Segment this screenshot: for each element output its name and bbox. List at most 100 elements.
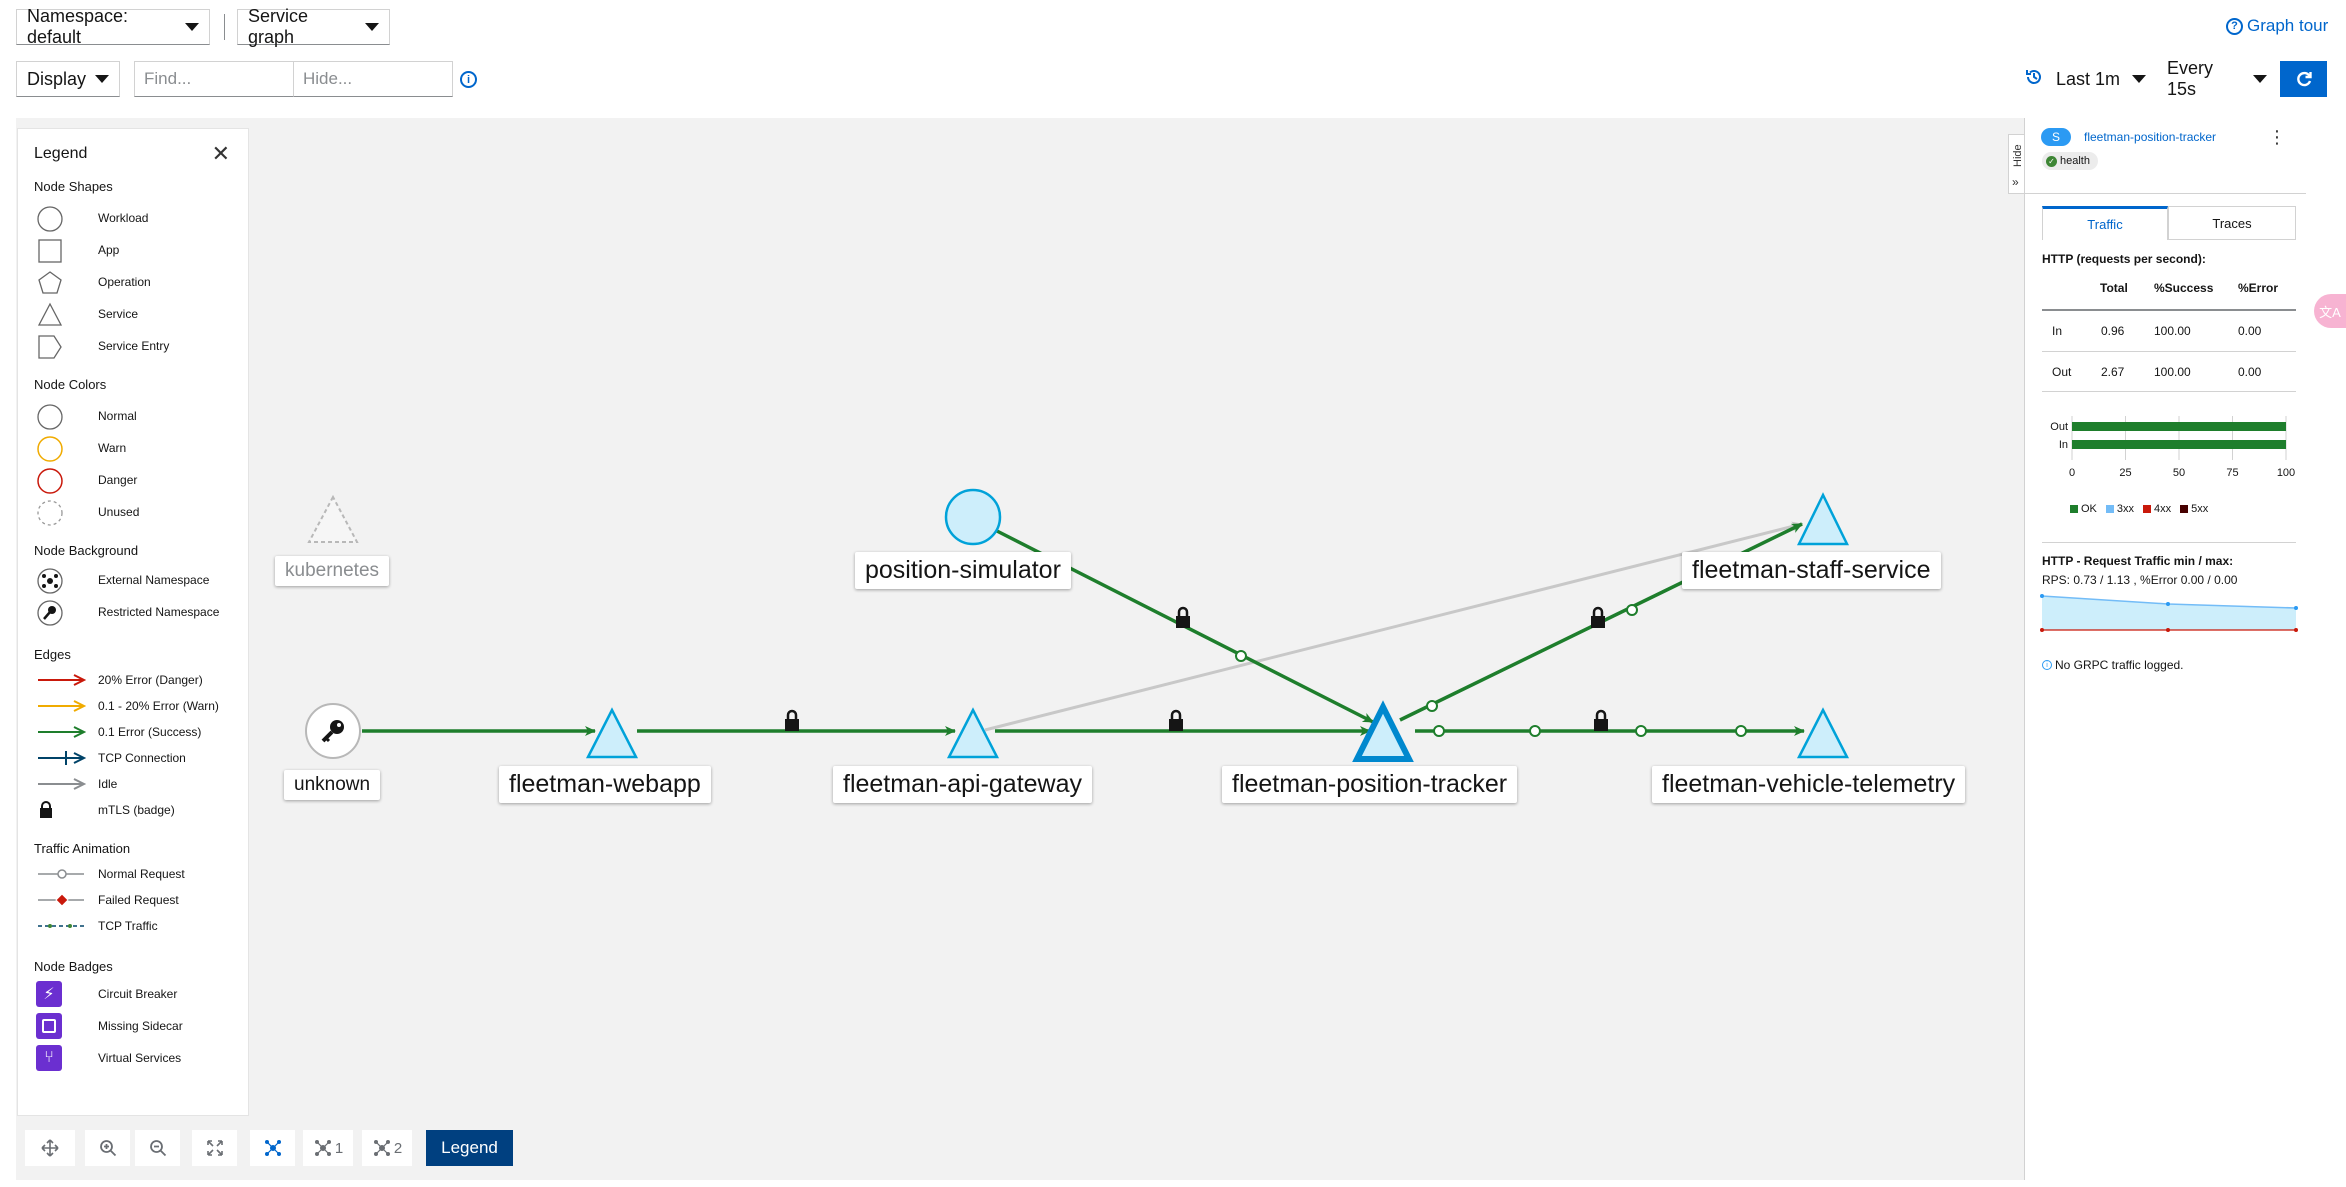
app-shape-icon [38,239,62,263]
lock-icon [1169,709,1183,731]
pan-button[interactable] [25,1130,75,1166]
find-input[interactable]: Find... [134,61,294,97]
bar-ok-out [2072,422,2286,431]
external-namespace-icon [37,568,63,594]
legend-section-title: Edges [34,647,71,662]
legend-item: 0.1 Error (Success) [98,725,202,739]
legend-swatch [2180,505,2189,513]
warn-color-icon [37,436,63,462]
chevron-down-icon [185,23,199,31]
tcp-edge-icon [38,751,86,765]
hide-input[interactable]: Hide... [293,61,453,97]
legend-item: Workload [98,211,149,225]
hide-panel-tab[interactable]: Hide » [2008,134,2026,194]
tick-label: 25 [2119,467,2131,479]
node-webapp-shape[interactable] [585,707,639,759]
node-label[interactable]: fleetman-vehicle-telemetry [1652,766,1966,803]
refresh-interval-select[interactable]: Every 15s [2157,58,2277,99]
zoom-out-icon [149,1140,166,1157]
node-label[interactable]: fleetman-webapp [499,766,711,803]
layout-default-button[interactable] [250,1130,295,1166]
legend-title: Legend [34,145,88,162]
missing-sidecar-icon [36,1013,62,1039]
service-badge: S [2041,128,2071,146]
graph-tour-link[interactable]: ? Graph tour [2226,16,2328,36]
failed-request-icon [38,893,84,907]
chevron-down-icon [2253,75,2267,83]
graph-type-select[interactable]: Service graph [237,6,390,47]
side-panel [2024,118,2306,1180]
service-shape-icon [37,302,63,326]
idle-edge-icon [38,778,86,790]
service-name-link[interactable]: fleetman-position-tracker [2084,130,2217,144]
normal-request-icon [38,869,84,879]
info-icon: i [2042,660,2052,670]
move-icon [41,1139,59,1157]
legend-swatch [2070,505,2078,513]
zoom-out-button[interactable] [135,1130,180,1166]
legend-item: Danger [98,473,138,487]
refresh-button[interactable] [2280,61,2327,97]
node-staff-service-shape[interactable] [1796,492,1850,546]
node-api-gateway-shape[interactable] [946,707,1000,759]
display-select[interactable]: Display [16,61,120,97]
warn-edge-icon [38,700,86,712]
hide-label: Hide [2012,144,2024,167]
fit-button[interactable] [192,1130,237,1166]
node-kubernetes-shape[interactable] [307,494,359,543]
chevron-down-icon [365,23,379,31]
zoom-in-button[interactable] [85,1130,130,1166]
tab-traces[interactable]: Traces [2168,206,2296,240]
legend-button[interactable]: Legend [426,1130,513,1166]
node-label[interactable]: position-simulator [855,552,1071,589]
tick-label: 0 [2069,467,2075,479]
table-cell: 0.96 [2101,324,2125,338]
traffic-dots [1053,556,1747,737]
topology-icon [373,1140,390,1156]
layout-1-label: 1 [334,1139,344,1157]
topology-icon [314,1140,331,1156]
table-divider [2042,309,2296,311]
rps-text: RPS: 0.73 / 1.13 , %Error 0.00 / 0.00 [2042,573,2238,587]
legend-item: Normal [98,409,137,423]
legend-section-title: Node Shapes [34,179,113,194]
node-position-simulator-shape[interactable] [944,488,1002,546]
time-range-select[interactable]: Last 1m [2046,61,2156,97]
http-title: HTTP (requests per second): [2042,252,2206,266]
health-label: health [2060,155,2090,167]
normal-color-icon [37,404,63,430]
legend-item: 0.1 - 20% Error (Warn) [98,699,219,713]
info-icon[interactable]: i [460,71,477,88]
node-label[interactable]: fleetman-position-tracker [1222,766,1518,803]
category-label: In [2059,439,2068,451]
node-label[interactable]: kubernetes [275,556,390,586]
graph-canvas[interactable] [16,118,2024,1180]
legend-item: Failed Request [98,893,179,907]
node-label[interactable]: fleetman-staff-service [1682,552,1941,589]
tab-traffic[interactable]: Traffic [2042,206,2168,240]
node-label[interactable]: unknown [284,770,381,800]
table-cell: 0.00 [2238,365,2262,379]
kebab-menu-icon[interactable]: ⋮ [2268,127,2286,147]
legend-section-title: Node Background [34,543,139,558]
request-traffic-title: HTTP - Request Traffic min / max: [2042,554,2234,568]
legend-item: Normal Request [98,867,185,881]
edge-gateway-staff[interactable] [984,521,1803,732]
health-badge: ✓ health [2042,152,2098,170]
node-label[interactable]: fleetman-api-gateway [833,766,1093,803]
lock-icon [785,709,799,731]
layout-1-button[interactable]: 1 [303,1130,353,1166]
translate-icon[interactable]: 文A [2314,294,2346,328]
legend-item: Idle [98,777,118,791]
danger-edge-icon [38,674,86,686]
table-divider [2042,391,2296,392]
node-vehicle-telemetry-shape[interactable] [1796,707,1850,759]
namespace-select[interactable]: Namespace: default [16,6,210,47]
node-position-tracker-shape[interactable] [1352,700,1414,762]
tick-label: 100 [2277,467,2295,479]
close-icon[interactable]: ✕ [211,141,230,166]
layout-2-button[interactable]: 2 [362,1130,412,1166]
divider [2042,542,2296,543]
graph-tour-label: Graph tour [2247,16,2329,35]
